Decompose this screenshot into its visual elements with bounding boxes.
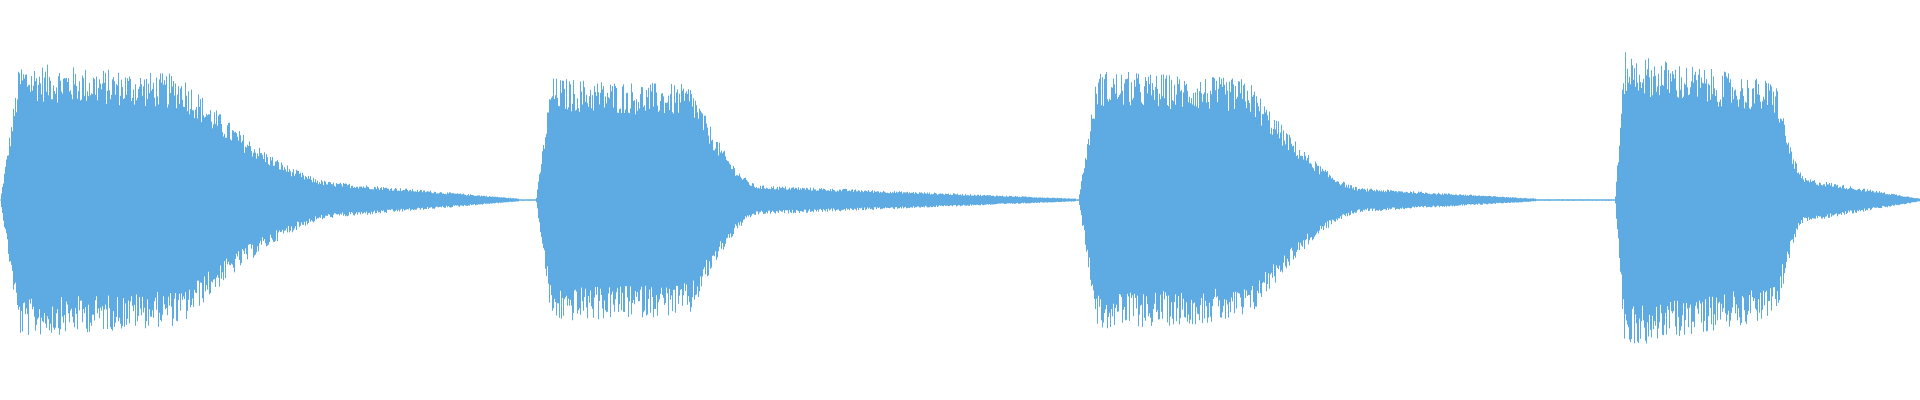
waveform-bars bbox=[0, 52, 1920, 344]
waveform-path bbox=[0, 52, 1920, 344]
